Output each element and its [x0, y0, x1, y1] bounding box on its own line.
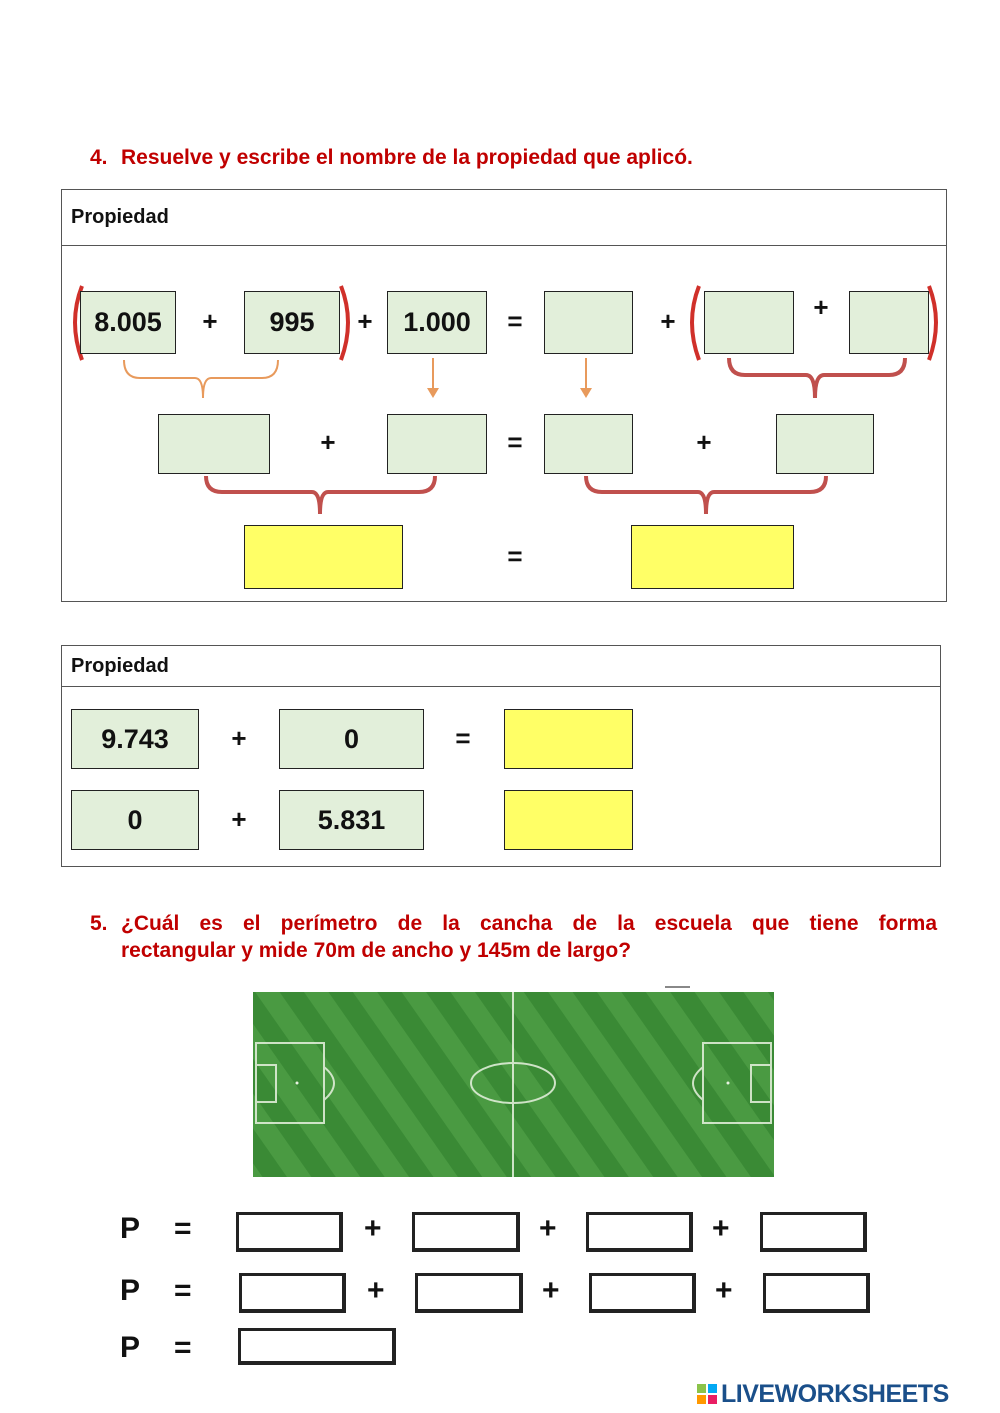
- answer-box-7[interactable]: [776, 414, 874, 474]
- brace-red-2: [204, 475, 437, 515]
- answer-box-4[interactable]: [158, 414, 270, 474]
- equals-sign: =: [507, 427, 523, 457]
- liveworksheets-logo: LIVEWORKSHEETS: [697, 1378, 997, 1410]
- perimeter-equals-1: =: [174, 1212, 192, 1245]
- plus-sign: +: [542, 1274, 560, 1307]
- liveworksheets-logo-icon: [697, 1384, 717, 1404]
- addend-box-5831: 5.831: [279, 790, 424, 850]
- result-box-2[interactable]: [631, 525, 794, 589]
- equals-sign: =: [455, 723, 471, 753]
- perimeter-box-1-2[interactable]: [412, 1212, 520, 1252]
- perimeter-box-1-1[interactable]: [236, 1212, 343, 1252]
- answer-box-2[interactable]: [704, 291, 794, 354]
- perimeter-box-1-4[interactable]: [760, 1212, 867, 1252]
- perimeter-equals-2: =: [174, 1274, 192, 1307]
- question-4-number: 4.: [90, 146, 108, 169]
- brace-orange-1: [123, 359, 279, 399]
- perimeter-equals-3: =: [174, 1331, 192, 1364]
- addend-box-zero-2: 0: [71, 790, 199, 850]
- plus-sign: +: [231, 804, 247, 834]
- left-paren-1: [73, 285, 84, 361]
- plus-sign: +: [712, 1212, 730, 1245]
- equals-sign: =: [507, 306, 523, 336]
- answer-box-5[interactable]: [387, 414, 487, 474]
- perimeter-box-2-2[interactable]: [415, 1273, 523, 1313]
- addend-box-zero: 0: [279, 709, 424, 769]
- addend-box-1: 8.005: [80, 291, 176, 354]
- equals-sign: =: [507, 541, 523, 571]
- panel-1-header: Propiedad: [62, 190, 946, 246]
- plus-sign: +: [660, 306, 676, 336]
- plus-sign: +: [696, 427, 712, 457]
- result-box-4[interactable]: [504, 790, 633, 850]
- question-5-line-2: rectangular y mide 70m de ancho y 145m d…: [121, 939, 632, 962]
- question-5-line-1: ¿Cuál es el perímetro de la cancha de la…: [121, 912, 937, 935]
- answer-box-1[interactable]: [544, 291, 633, 354]
- answer-box-6[interactable]: [544, 414, 633, 474]
- perimeter-box-2-3[interactable]: [589, 1273, 696, 1313]
- brace-red-1: [727, 357, 907, 399]
- property-panel-2: Propiedad: [61, 645, 941, 867]
- right-paren-1: [339, 285, 350, 361]
- plus-sign: +: [231, 723, 247, 753]
- left-paren-2: [690, 285, 701, 361]
- plus-sign: +: [202, 306, 218, 336]
- question-4-text: Resuelve y escribe el nombre de la propi…: [121, 146, 693, 169]
- perimeter-label-3: P: [120, 1331, 143, 1364]
- liveworksheets-brand: LIVEWORKSHEETS: [721, 1379, 949, 1408]
- answer-box-3[interactable]: [849, 291, 929, 354]
- addend-box-2: 995: [244, 291, 340, 354]
- right-paren-2: [927, 285, 938, 361]
- addend-box-3: 1.000: [387, 291, 487, 354]
- panel-2-header: Propiedad: [62, 646, 940, 687]
- plus-sign: +: [320, 427, 336, 457]
- perimeter-total-box[interactable]: [238, 1328, 396, 1365]
- question-5-number: 5.: [90, 912, 108, 935]
- plus-sign: +: [813, 292, 829, 322]
- plus-sign: +: [539, 1212, 557, 1245]
- result-box-3[interactable]: [504, 709, 633, 769]
- result-box-1[interactable]: [244, 525, 403, 589]
- brace-red-3: [584, 475, 828, 515]
- addend-box-9743: 9.743: [71, 709, 199, 769]
- plus-sign: +: [715, 1274, 733, 1307]
- plus-sign: +: [364, 1212, 382, 1245]
- perimeter-box-2-4[interactable]: [763, 1273, 870, 1313]
- plus-sign: +: [357, 306, 373, 336]
- plus-sign: +: [367, 1274, 385, 1307]
- perimeter-label-1: P: [120, 1212, 143, 1245]
- perimeter-box-1-3[interactable]: [586, 1212, 693, 1252]
- property-panel-1: Propiedad: [61, 189, 947, 602]
- perimeter-label-2: P: [120, 1274, 143, 1307]
- perimeter-box-2-1[interactable]: [239, 1273, 346, 1313]
